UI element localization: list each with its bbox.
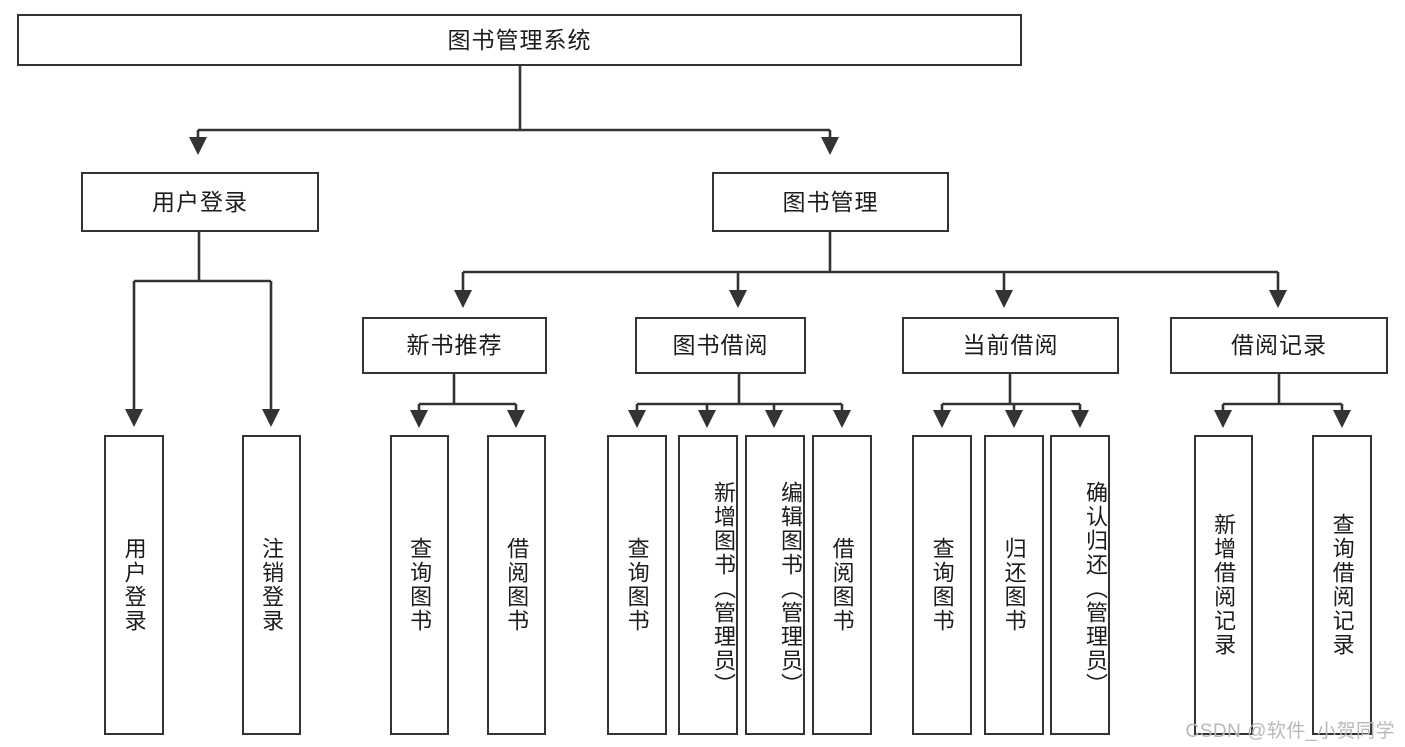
node-leaf-query-book-1-label: 查询图书 — [407, 537, 433, 633]
watermark: CSDN @软件_小贺同学 — [1185, 721, 1395, 742]
node-new-book-recommend[interactable]: 新书推荐 — [362, 317, 547, 374]
node-leaf-query-book-1[interactable]: 查询图书 — [390, 435, 449, 735]
node-leaf-return-book-label: 归还图书 — [1001, 537, 1027, 633]
node-leaf-borrow-book-2-label: 借阅图书 — [829, 537, 855, 633]
node-leaf-user-login-label: 用户登录 — [121, 537, 147, 633]
node-leaf-logout[interactable]: 注销登录 — [242, 435, 301, 735]
node-leaf-borrow-book-1-label: 借阅图书 — [504, 537, 530, 633]
node-leaf-add-book-label: 新增图书（管理员） — [711, 481, 736, 697]
node-current-borrow[interactable]: 当前借阅 — [902, 317, 1119, 374]
node-book-borrow[interactable]: 图书借阅 — [635, 317, 806, 374]
node-leaf-query-book-3-label: 查询图书 — [929, 537, 955, 633]
node-book-management[interactable]: 图书管理 — [712, 172, 949, 232]
node-leaf-user-login[interactable]: 用户登录 — [104, 435, 164, 735]
node-leaf-query-book-3[interactable]: 查询图书 — [912, 435, 972, 735]
node-leaf-edit-book-label: 编辑图书（管理员） — [778, 481, 803, 697]
node-book-management-label: 图书管理 — [782, 188, 879, 215]
node-leaf-query-record[interactable]: 查询借阅记录 — [1312, 435, 1372, 735]
node-root[interactable]: 图书管理系统 — [17, 14, 1022, 66]
node-leaf-borrow-book-2[interactable]: 借阅图书 — [812, 435, 872, 735]
node-leaf-logout-label: 注销登录 — [259, 537, 285, 633]
node-user-login[interactable]: 用户登录 — [81, 172, 319, 232]
node-leaf-add-record[interactable]: 新增借阅记录 — [1194, 435, 1253, 735]
node-leaf-confirm-return-label: 确认归还（管理员） — [1083, 481, 1108, 697]
node-leaf-add-book[interactable]: 新增图书（管理员） — [678, 435, 738, 735]
node-root-label: 图书管理系统 — [447, 26, 592, 53]
node-leaf-edit-book[interactable]: 编辑图书（管理员） — [745, 435, 805, 735]
node-borrow-record[interactable]: 借阅记录 — [1170, 317, 1388, 374]
node-book-borrow-label: 图书借阅 — [672, 332, 769, 359]
node-borrow-record-label: 借阅记录 — [1231, 332, 1327, 359]
node-leaf-borrow-book-1[interactable]: 借阅图书 — [487, 435, 546, 735]
node-leaf-query-book-2-label: 查询图书 — [624, 537, 650, 633]
node-leaf-query-book-2[interactable]: 查询图书 — [607, 435, 667, 735]
node-leaf-query-record-label: 查询借阅记录 — [1329, 513, 1355, 657]
node-leaf-add-record-label: 新增借阅记录 — [1211, 513, 1237, 657]
node-new-book-recommend-label: 新书推荐 — [406, 332, 503, 359]
node-current-borrow-label: 当前借阅 — [962, 332, 1059, 359]
node-leaf-confirm-return[interactable]: 确认归还（管理员） — [1050, 435, 1110, 735]
node-user-login-label: 用户登录 — [152, 188, 248, 215]
node-leaf-return-book[interactable]: 归还图书 — [984, 435, 1044, 735]
